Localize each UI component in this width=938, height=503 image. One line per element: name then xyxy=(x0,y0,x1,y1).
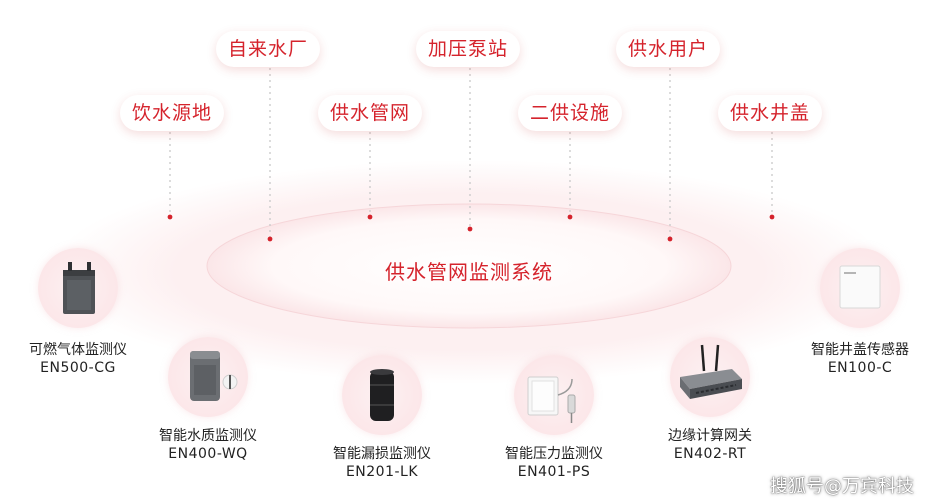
node-pill: 二供设施 xyxy=(518,95,623,131)
device-name: 边缘计算网关 xyxy=(668,428,752,444)
device-name: 智能压力监测仪 xyxy=(505,446,603,462)
node-pill: 供水井盖 xyxy=(718,95,823,131)
device-name: 智能井盖传感器 xyxy=(811,342,909,358)
device-name: 智能漏损监测仪 xyxy=(333,446,431,462)
connector-lines xyxy=(169,68,773,238)
system-title: 供水管网监测系统 xyxy=(385,260,553,284)
water-quality-monitor-icon xyxy=(190,351,238,401)
node-pill: 加压泵站 xyxy=(416,31,521,67)
device-circle xyxy=(820,248,900,328)
watermark: 搜狐号@万宾科技 xyxy=(770,476,914,497)
leak-monitor-icon xyxy=(370,369,394,421)
device-model: EN402-RT xyxy=(673,446,747,462)
device-model: EN500-CG xyxy=(40,360,116,376)
manhole-sensor-icon xyxy=(839,265,881,309)
node-pill: 自来水厂 xyxy=(216,31,321,67)
device-model: EN201-LK xyxy=(345,464,419,480)
device-circle xyxy=(342,355,422,435)
device-circle xyxy=(514,355,594,435)
device-circle xyxy=(168,337,248,417)
node-pill: 供水管网 xyxy=(318,95,423,131)
device-name: 可燃气体监测仪 xyxy=(29,342,127,358)
gas-detector-icon xyxy=(63,262,95,314)
device-circle xyxy=(670,337,750,417)
device-model: EN100-C xyxy=(827,360,893,376)
edge-gateway-icon xyxy=(680,344,742,399)
inner-ellipse xyxy=(206,203,732,329)
pressure-monitor-icon xyxy=(527,376,576,423)
device-model: EN400-WQ xyxy=(168,446,248,462)
node-pill: 供水用户 xyxy=(616,31,721,67)
connector-dots xyxy=(167,214,775,242)
device-name: 智能水质监测仪 xyxy=(159,428,257,444)
node-pill: 饮水源地 xyxy=(120,95,225,131)
device-model: EN401-PS xyxy=(517,464,591,480)
device-circle xyxy=(38,248,118,328)
